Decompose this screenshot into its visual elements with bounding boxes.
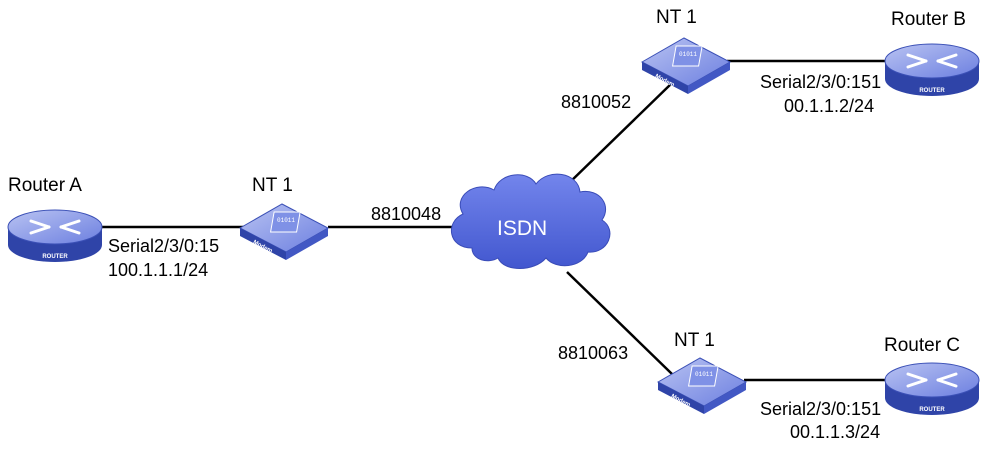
router-a-interface: Serial2/3/0:15: [108, 236, 220, 256]
router-b-title: Router B: [891, 9, 966, 30]
router-a-badge: ROUTER: [42, 254, 68, 260]
router-b-ip: 00.1.1.2/24: [784, 96, 875, 116]
nt1-bottom-title: NT 1: [674, 330, 715, 351]
number-left: 8810048: [371, 204, 442, 224]
router-c-title: Router C: [884, 335, 961, 356]
nt1-left-modem-icon: 01011 Modem: [238, 203, 330, 260]
nt1-top-bits: 01011: [679, 51, 697, 58]
nt1-top-title: NT 1: [656, 7, 697, 28]
router-c-ip: 00.1.1.3/24: [790, 422, 881, 442]
router-a-ip: 100.1.1.1/24: [108, 260, 209, 280]
nt1-bottom-modem-icon: 01011 Modem: [656, 357, 748, 414]
router-c-interface: Serial2/3/0:151: [760, 399, 882, 419]
router-b-icon: ROUTER: [884, 43, 980, 96]
router-b-interface: Serial2/3/0:151: [760, 72, 882, 92]
link-isdn-nt1-bottom: [566, 271, 673, 375]
router-a-icon: ROUTER: [7, 209, 103, 262]
isdn-cloud-icon: [450, 173, 611, 269]
nt1-bottom-bits: 01011: [695, 371, 713, 378]
number-bottom: 8810063: [558, 343, 629, 363]
isdn-label: ISDN: [497, 217, 548, 240]
nt1-left-title: NT 1: [252, 175, 293, 196]
router-c-icon: ROUTER: [884, 362, 980, 415]
nt1-top-modem-icon: 01011 Modem: [640, 37, 732, 94]
number-top: 8810052: [561, 92, 632, 112]
router-a-title: Router A: [8, 175, 82, 196]
router-c-badge: ROUTER: [919, 407, 945, 413]
link-isdn-nt1-top: [566, 82, 673, 186]
nt1-left-bits: 01011: [277, 217, 295, 224]
router-b-badge: ROUTER: [919, 88, 945, 94]
links: [100, 59, 886, 382]
